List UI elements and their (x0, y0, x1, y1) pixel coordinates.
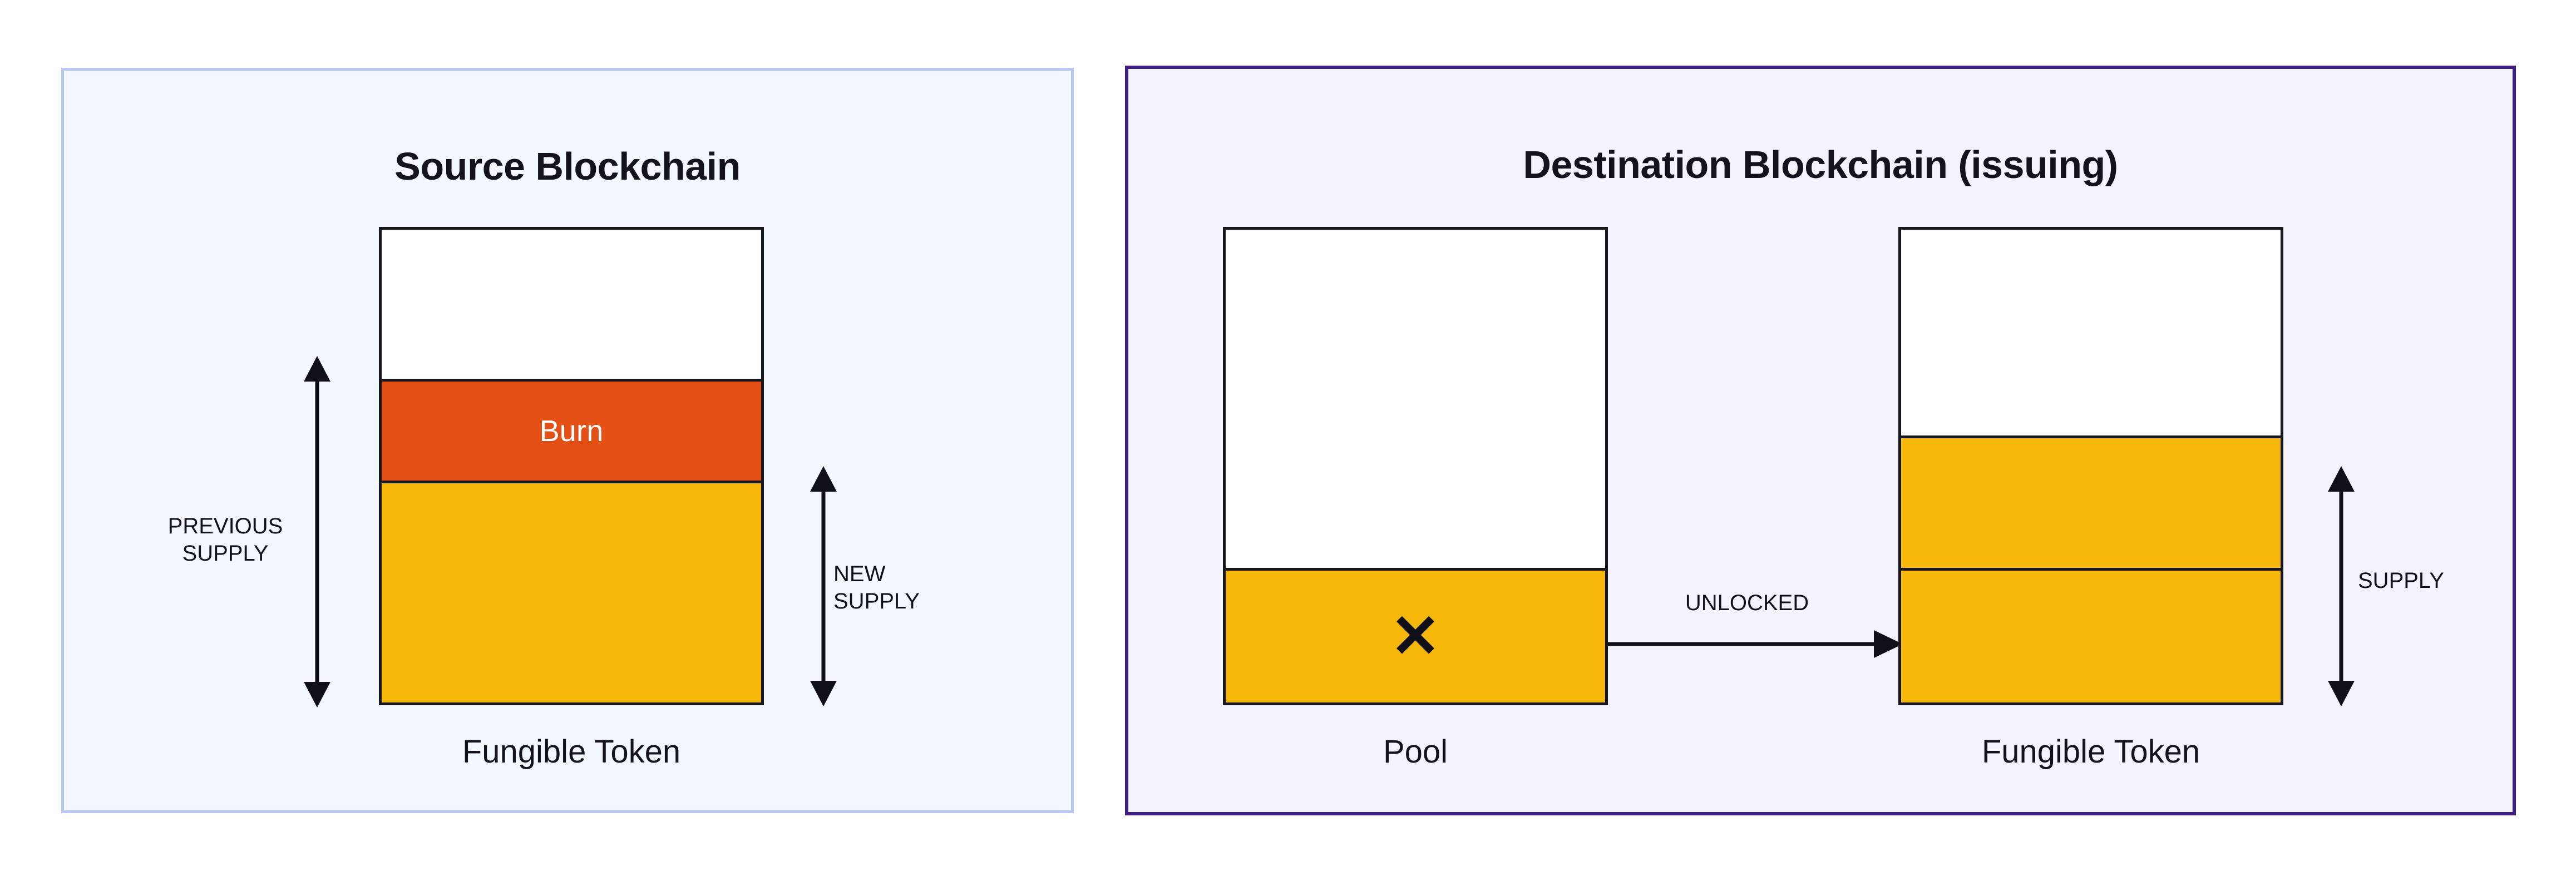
previous-supply-arrow (300, 356, 334, 707)
pool-empty-segment (1226, 230, 1605, 568)
source-fungible-token-stack: Burn (379, 227, 764, 705)
x-cross-icon: ✕ (1390, 602, 1441, 670)
source-fungible-token-caption: Fungible Token (462, 734, 681, 770)
new-supply-arrow (807, 466, 840, 706)
source-token-burn-segment: Burn (382, 378, 761, 481)
pool-caption: Pool (1383, 734, 1448, 770)
pool-stack: ✕ (1223, 227, 1608, 705)
previous-supply-label: PREVIOUS SUPPLY (167, 514, 283, 566)
supply-label: SUPPLY (2358, 568, 2444, 593)
destination-token-empty-segment (1901, 230, 2281, 435)
destination-panel-title: Destination Blockchain (issuing) (1523, 143, 2118, 186)
unlocked-label: UNLOCKED (1685, 591, 1809, 615)
destination-token-unlocked-supply-segment (1901, 567, 2281, 702)
source-token-remaining-supply-segment (382, 480, 761, 702)
pool-balance-segment: ✕ (1226, 567, 1605, 702)
destination-fungible-token-caption: Fungible Token (1981, 734, 2200, 770)
destination-fungible-token-stack (1898, 227, 2283, 705)
destination-token-existing-supply-segment (1901, 435, 2281, 568)
source-panel-title: Source Blockchain (394, 145, 741, 188)
source-token-empty-segment (382, 230, 761, 379)
supply-arrow (2325, 466, 2358, 706)
new-supply-label: NEW SUPPLY (833, 562, 920, 613)
unlocked-flow-arrow (1608, 627, 1903, 664)
burn-label: Burn (539, 414, 604, 448)
